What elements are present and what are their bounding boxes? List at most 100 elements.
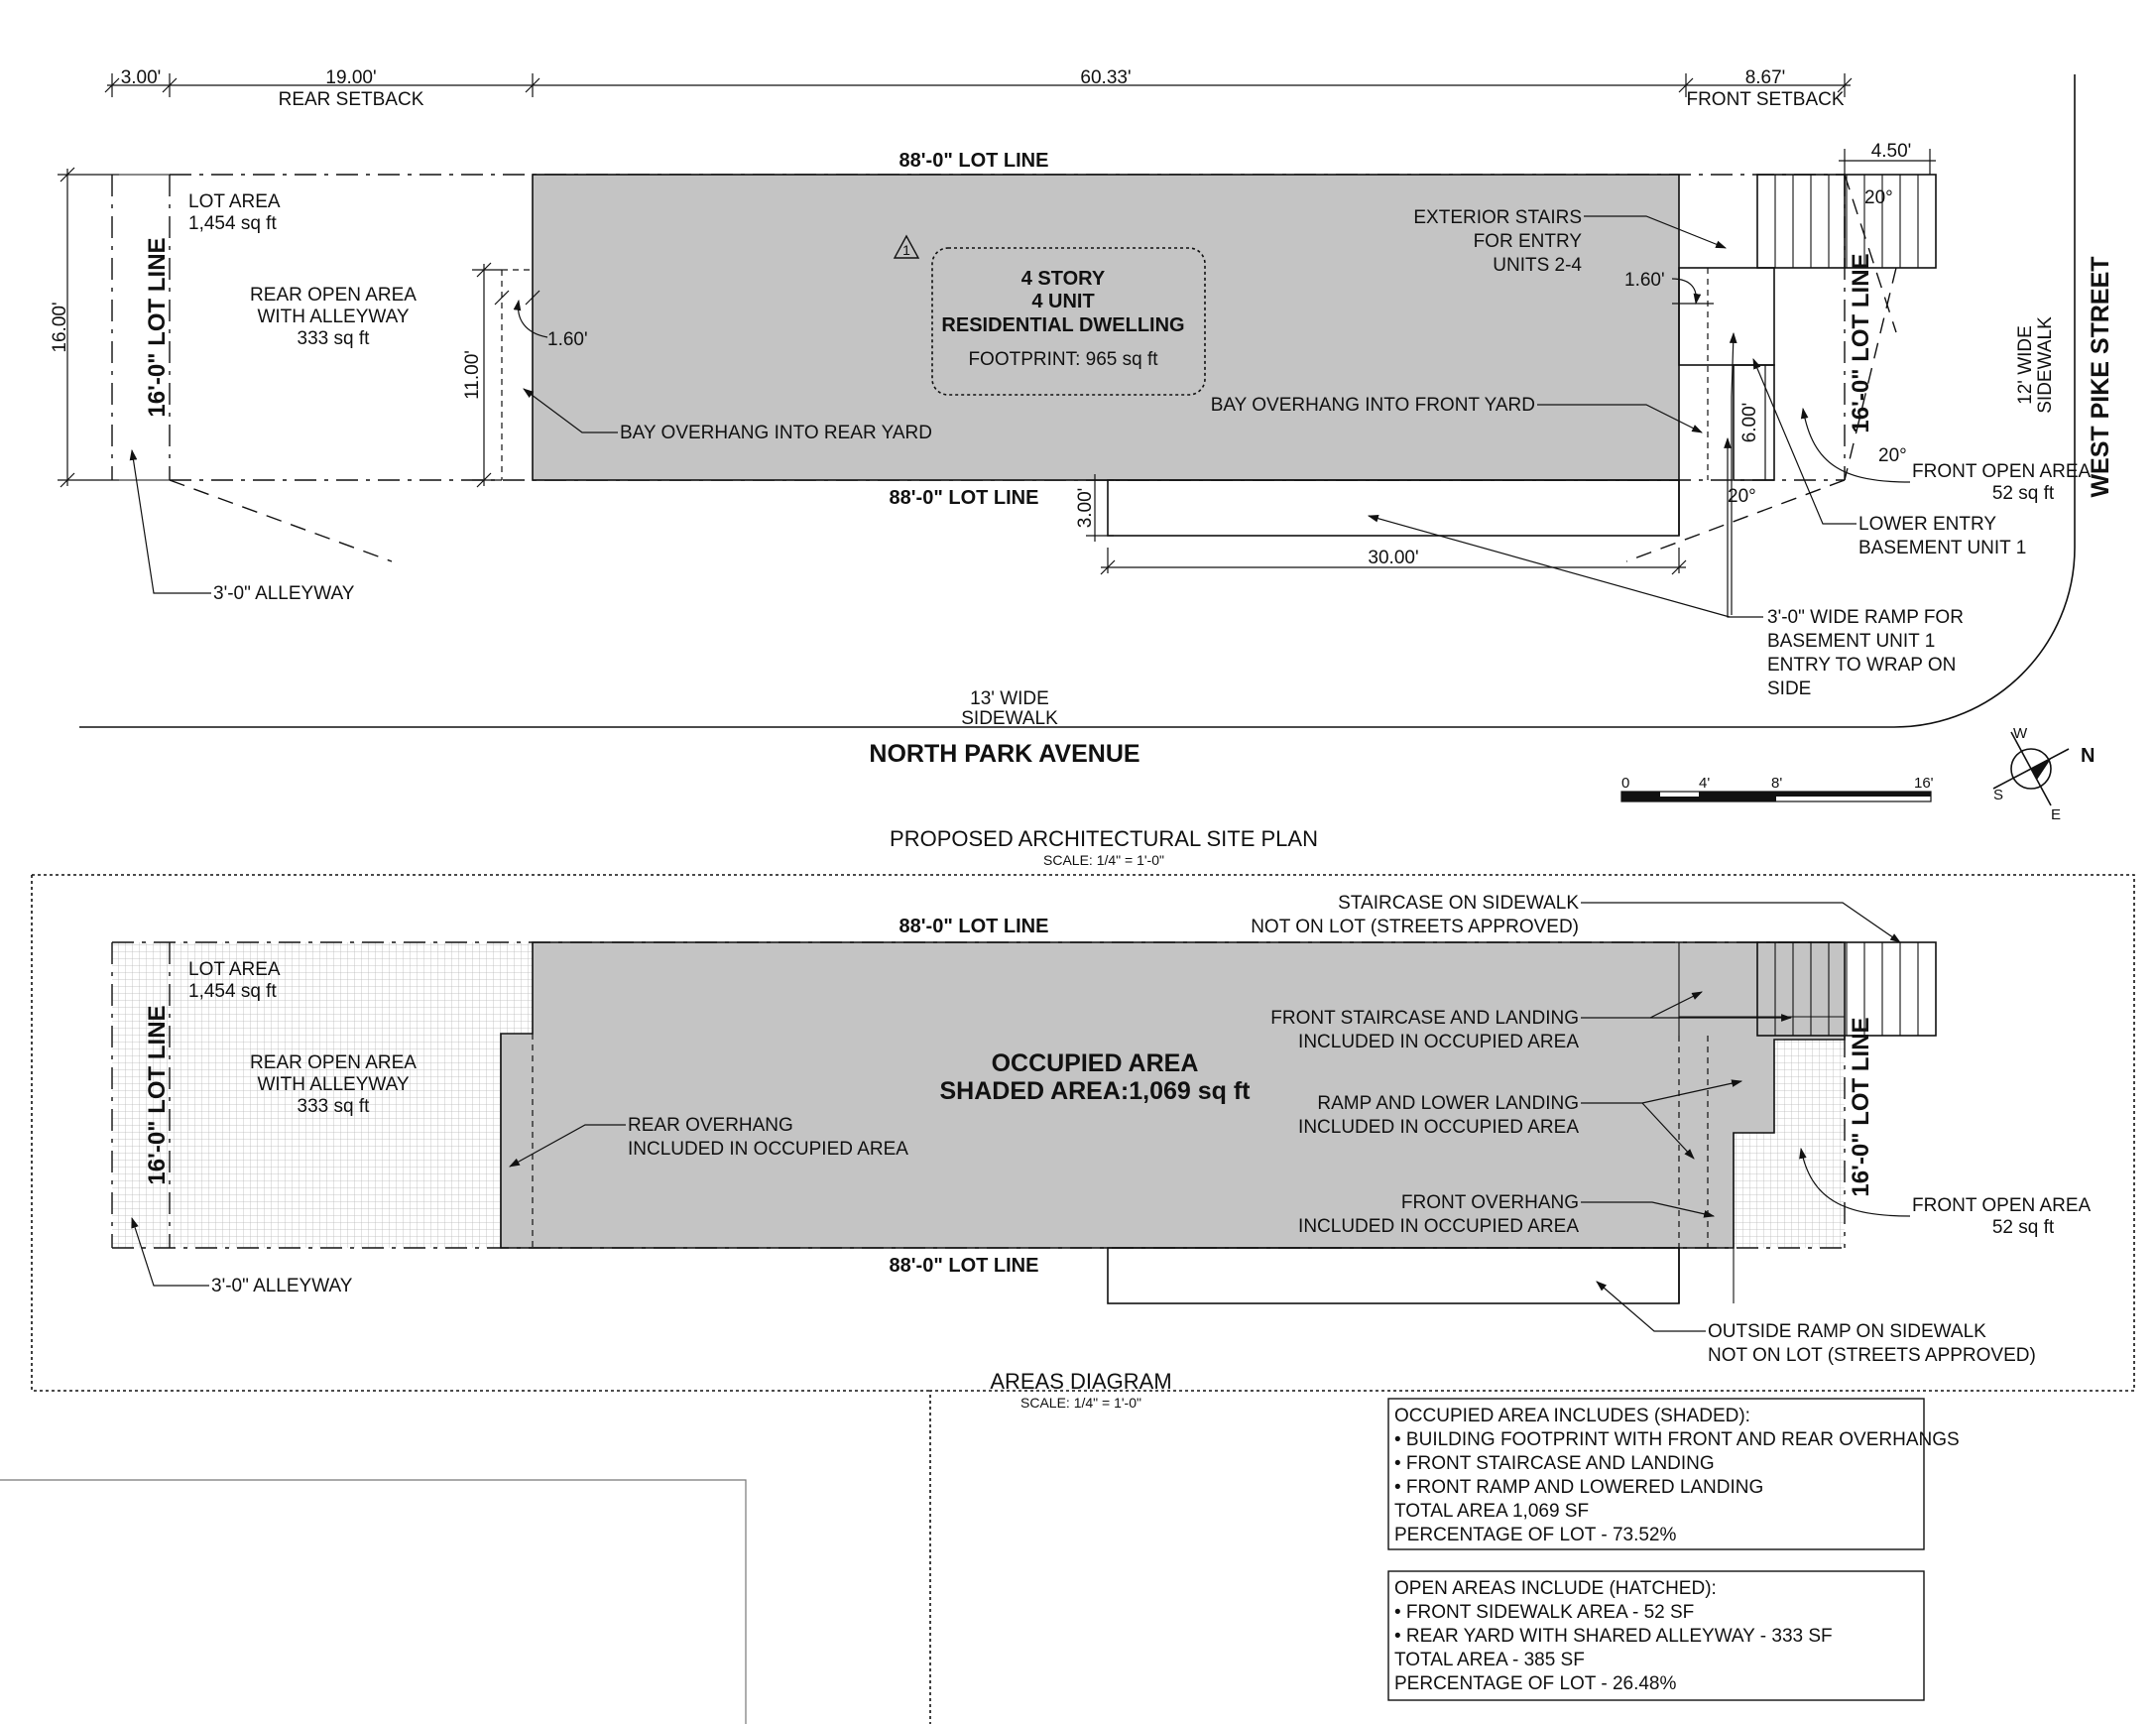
dim-30ft: 30.00' xyxy=(1368,548,1418,568)
occupied-area-title: OCCUPIED AREA xyxy=(992,1049,1199,1077)
front-setback-label: FRONT SETBACK xyxy=(1686,89,1844,110)
compass-e: E xyxy=(2051,806,2061,823)
areas-lot-outline xyxy=(111,941,1846,1249)
staircase-sidewalk-label: STAIRCASE ON SIDEWALK xyxy=(1338,893,1579,914)
areas-diagram-scale: SCALE: 1/4" = 1'-0" xyxy=(1020,1395,1141,1411)
areas-rear-open-label: REAR OPEN AREA xyxy=(250,1052,417,1073)
open-note-line: PERCENTAGE OF LOT - 26.48% xyxy=(1394,1673,1676,1694)
areas-lot-line-right: 16'-0" LOT LINE xyxy=(1848,1017,1874,1196)
rear-open-sub: WITH ALLEYWAY xyxy=(257,307,409,327)
areas-lot-line-bottom: 88'-0" LOT LINE xyxy=(890,1255,1039,1277)
areas-lot-area-value: 1,454 sq ft xyxy=(188,981,277,1002)
exterior-stairs-units: UNITS 2-4 xyxy=(1493,255,1582,276)
dim-16ft-line xyxy=(58,167,119,488)
areas-front-open-value: 52 sq ft xyxy=(1992,1217,2055,1238)
occupied-note-line: TOTAL AREA 1,069 SF xyxy=(1394,1501,1589,1522)
north-park-avenue: NORTH PARK AVENUE xyxy=(869,740,1139,768)
angle-20-right: 20° xyxy=(1878,445,1907,466)
front-staircase-label: FRONT STAIRCASE AND LANDING xyxy=(1270,1008,1579,1029)
occupied-note-line: • BUILDING FOOTPRINT WITH FRONT AND REAR… xyxy=(1394,1429,1960,1450)
swing-lines xyxy=(169,174,1897,562)
ramp-sub-1: BASEMENT UNIT 1 xyxy=(1767,631,1935,652)
building-label-cloud xyxy=(931,247,1206,396)
ramp-landing-sub: INCLUDED IN OCCUPIED AREA xyxy=(1298,1117,1579,1138)
lot-line-right: 16'-0" LOT LINE xyxy=(1848,253,1874,432)
areas-diagram: 88'-0" LOT LINE 88'-0" LOT LINE 16'-0" L… xyxy=(111,893,2092,1411)
areas-rear-open-value: 333 sq ft xyxy=(298,1096,371,1117)
street-curb xyxy=(79,74,2076,728)
open-notes-box: OPEN AREAS INCLUDE (HATCHED): • FRONT SI… xyxy=(1387,1570,1925,1701)
lower-entry-label: LOWER ENTRY xyxy=(1858,514,1996,535)
open-note-line: OPEN AREAS INCLUDE (HATCHED): xyxy=(1394,1578,1717,1599)
areas-lot-line-top: 88'-0" LOT LINE xyxy=(899,916,1049,937)
building-footprint xyxy=(532,174,1680,481)
revision-triangle-icon xyxy=(893,234,920,259)
footprint-label: FOOTPRINT: 965 sq ft xyxy=(968,349,1158,370)
title-block-frame xyxy=(0,1479,747,1724)
rear-overhang-sub: INCLUDED IN OCCUPIED AREA xyxy=(628,1139,908,1160)
occupied-area-value: SHADED AREA:1,069 sq ft xyxy=(939,1077,1251,1105)
exterior-stairs-label: EXTERIOR STAIRS xyxy=(1413,207,1582,228)
areas-lot-area-label: LOT AREA xyxy=(188,959,281,980)
site-plan-title: PROPOSED ARCHITECTURAL SITE PLAN xyxy=(890,826,1318,851)
open-note-line: • REAR YARD WITH SHARED ALLEYWAY - 333 S… xyxy=(1394,1626,1833,1647)
rear-open-hatch xyxy=(112,942,533,1248)
site-plan-scale: SCALE: 1/4" = 1'-0" xyxy=(1043,852,1164,868)
top-dimension-string: 3.00' 19.00' REAR SETBACK 60.33' 8.67' F… xyxy=(104,67,1853,110)
ramp-label: 3'-0" WIDE RAMP FOR xyxy=(1767,607,1964,628)
areas-lot-line-left: 16'-0" LOT LINE xyxy=(144,1005,171,1184)
occupied-notes-box: OCCUPIED AREA INCLUDES (SHADED): • BUILD… xyxy=(1387,1398,1960,1550)
open-note-line: • FRONT SIDEWALK AREA - 52 SF xyxy=(1394,1602,1694,1623)
dim-3ft: 3.00' xyxy=(121,67,162,88)
open-note-line: TOTAL AREA - 385 SF xyxy=(1394,1650,1585,1670)
dim-4-50-line xyxy=(1839,149,1936,175)
bottom-ramp-dims xyxy=(1086,474,1687,575)
sidewalk-12-sub: SIDEWALK xyxy=(2035,316,2056,414)
lot-line-top: 88'-0" LOT LINE xyxy=(899,150,1049,172)
front-open-label: FRONT OPEN AREA xyxy=(1912,461,2092,482)
exterior-stairs-sub: FOR ENTRY xyxy=(1474,231,1583,252)
areas-front-open-label: FRONT OPEN AREA xyxy=(1912,1195,2092,1216)
scale-bar-0: 0 xyxy=(1621,775,1629,792)
dim-3ft-ramp: 3.00' xyxy=(1075,488,1096,529)
scale-bar-8: 8' xyxy=(1771,775,1782,792)
areas-diagram-title: AREAS DIAGRAM xyxy=(990,1369,1171,1394)
angle-20-top: 20° xyxy=(1864,187,1893,208)
rear-overhang-label: REAR OVERHANG xyxy=(628,1115,793,1136)
revision-cloud xyxy=(31,874,2135,1724)
scale-bar-16: 16' xyxy=(1914,775,1934,792)
west-pike-street: WEST PIKE STREET xyxy=(2087,256,2114,497)
rear-bay-overhang xyxy=(472,262,540,488)
dim-16ft: 16.00' xyxy=(50,302,70,352)
scale-bar-4: 4' xyxy=(1699,775,1710,792)
occupied-note-line: PERCENTAGE OF LOT - 73.52% xyxy=(1394,1525,1676,1545)
front-staircase-sub: INCLUDED IN OCCUPIED AREA xyxy=(1298,1032,1579,1052)
dim-1-60-rear: 1.60' xyxy=(547,329,588,350)
compass-s: S xyxy=(1993,787,2003,803)
sidewalk-12-label: 12' WIDE xyxy=(2015,325,2036,405)
revision-number: 1 xyxy=(902,242,910,258)
dim-1-60-front: 1.60' xyxy=(1624,270,1665,291)
outside-ramp-sub: NOT ON LOT (STREETS APPROVED) xyxy=(1708,1345,2036,1366)
ramp-sub-3: SIDE xyxy=(1767,678,1811,699)
compass-w: W xyxy=(2013,725,2028,742)
areas-alleyway-label: 3'-0" ALLEYWAY xyxy=(211,1276,353,1296)
dim-19ft: 19.00' xyxy=(325,67,376,88)
angle-20-bottom: 20° xyxy=(1728,486,1756,507)
building-units: 4 UNIT xyxy=(1031,291,1094,312)
ramp-landing-label: RAMP AND LOWER LANDING xyxy=(1317,1093,1579,1114)
building-stories: 4 STORY xyxy=(1021,268,1106,290)
bay-rear-label: BAY OVERHANG INTO REAR YARD xyxy=(620,423,932,443)
alleyway-label: 3'-0" ALLEYWAY xyxy=(213,583,355,604)
lower-entry-sub: BASEMENT UNIT 1 xyxy=(1858,538,2026,558)
compass-rose-icon xyxy=(1992,731,2070,806)
staircase-sidewalk-sub: NOT ON LOT (STREETS APPROVED) xyxy=(1251,917,1579,937)
lot-area-value: 1,454 sq ft xyxy=(188,213,277,234)
dim-8ft: 8.67' xyxy=(1745,67,1786,88)
rear-open-label: REAR OPEN AREA xyxy=(250,285,417,306)
front-overhang-sub: INCLUDED IN OCCUPIED AREA xyxy=(1298,1216,1579,1237)
lot-line-bottom: 88'-0" LOT LINE xyxy=(890,487,1039,509)
lot-line-left: 16'-0" LOT LINE xyxy=(144,237,171,417)
bay-front-label: BAY OVERHANG INTO FRONT YARD xyxy=(1211,395,1535,416)
compass-n: N xyxy=(2081,745,2095,767)
